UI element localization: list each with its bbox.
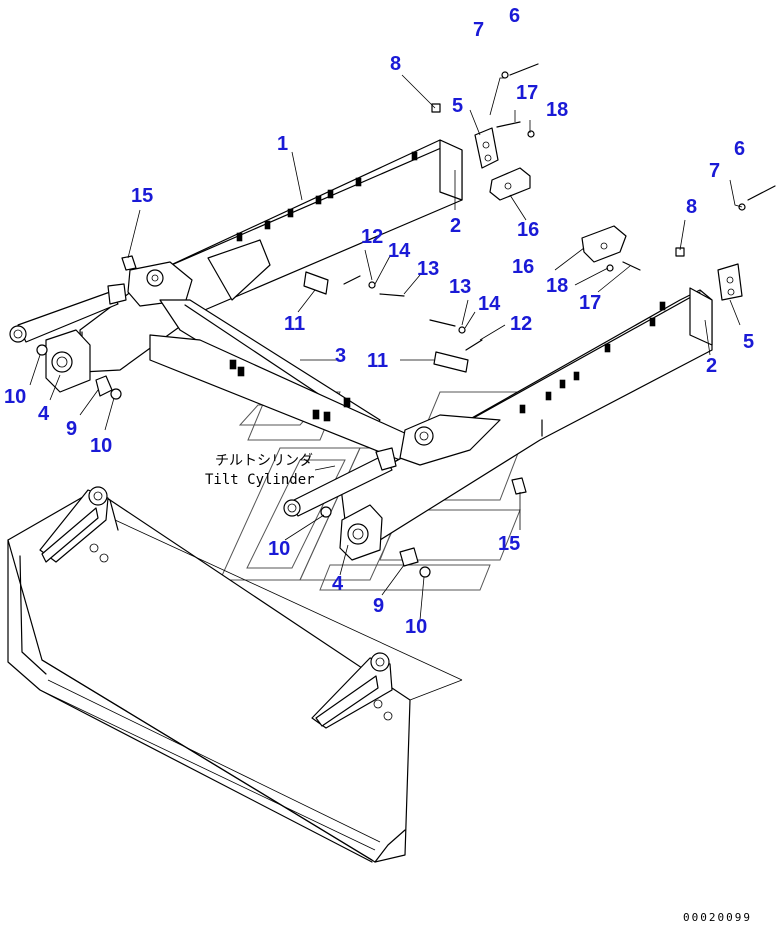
- callout-2b: 2: [706, 355, 717, 377]
- tilt-cylinder-note-jp: チルトシリンダ: [215, 453, 313, 469]
- callout-2a: 2: [450, 215, 461, 237]
- callout-10c: 10: [268, 538, 290, 560]
- callout-15b: 15: [498, 533, 520, 555]
- callout-7a: 7: [473, 19, 484, 41]
- callout-16a: 16: [517, 219, 539, 241]
- callout-10a: 10: [4, 386, 26, 408]
- right-arm-bracket: [399, 414, 501, 466]
- center-brace: [149, 299, 421, 461]
- right-trunnion: [339, 504, 383, 561]
- dozer-blade: [7, 486, 463, 863]
- callout-6a: 6: [509, 5, 520, 27]
- callout-18b: 18: [546, 275, 568, 297]
- leader-lines: [29, 74, 743, 621]
- callout-13b: 13: [449, 276, 471, 298]
- callout-10b: 10: [90, 435, 112, 457]
- left-trunnion: [45, 329, 91, 393]
- callout-17b: 17: [579, 292, 601, 314]
- callout-18a: 18: [546, 99, 568, 121]
- callout-12b: 12: [510, 313, 532, 335]
- callout-8a: 8: [390, 53, 401, 75]
- callout-13a: 13: [417, 258, 439, 280]
- callout-10d: 10: [405, 616, 427, 638]
- callout-15a: 15: [131, 185, 153, 207]
- right-tilt-cylinder: [283, 447, 397, 517]
- hardware-parts: [36, 63, 776, 578]
- callout-17a: 17: [516, 82, 538, 104]
- callout-11b: 11: [367, 350, 388, 372]
- callout-4b: 4: [332, 573, 344, 595]
- callout-6b: 6: [734, 138, 745, 160]
- callout-8b: 8: [686, 196, 697, 218]
- callout-14a: 14: [388, 240, 411, 262]
- callout-16b: 16: [512, 256, 534, 278]
- callout-11a: 11: [284, 313, 305, 335]
- callout-14b: 14: [478, 293, 501, 315]
- callout-4a: 4: [38, 403, 50, 425]
- document-id: 00020099: [683, 911, 752, 924]
- callout-9a: 9: [66, 418, 77, 440]
- callout-9b: 9: [373, 595, 384, 617]
- callout-labels: 1 2 2 3 4 4 5 5 6 6 7 7 8 8 9 9 10 10 10…: [4, 5, 754, 638]
- callout-7b: 7: [709, 160, 720, 182]
- callout-3: 3: [335, 345, 346, 367]
- tilt-cylinder-note-en: Tilt Cylinder: [205, 472, 315, 488]
- left-tilt-cylinder: [9, 283, 127, 343]
- callout-5a: 5: [452, 95, 463, 117]
- callout-12a: 12: [361, 226, 383, 248]
- callout-1: 1: [277, 133, 288, 155]
- callout-5b: 5: [743, 331, 754, 353]
